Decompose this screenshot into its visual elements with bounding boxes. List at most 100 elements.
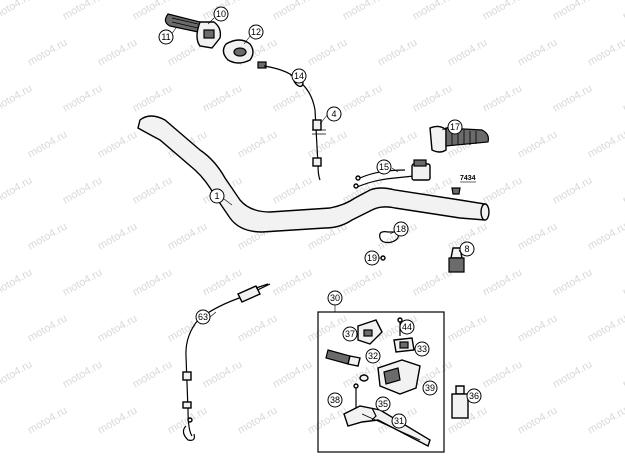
watermark-text: moto4.ru [481,358,525,390]
watermark-text: moto4.ru [481,82,525,114]
callout-10-label: 10 [216,9,226,19]
watermark-text: moto4.ru [61,174,105,206]
watermark-text: moto4.ru [0,266,34,298]
watermark-text: moto4.ru [621,358,625,390]
lever-spring [371,407,377,421]
callout-36-label: 36 [469,391,479,401]
watermark-text: moto4.ru [341,82,385,114]
watermark-text: moto4.ru [0,174,34,206]
callout-1-label: 1 [214,191,219,201]
watermark-text: moto4.ru [551,0,595,23]
watermark-text: moto4.ru [26,36,70,68]
callout-17-label: 17 [450,122,460,132]
watermark-text: moto4.ru [516,404,560,436]
watermark-text: moto4.ru [271,266,315,298]
watermark-text: moto4.ru [586,312,625,344]
callout-33-label: 33 [417,344,427,354]
callout-63-label: 63 [198,312,208,322]
callout-4-label: 4 [331,109,336,119]
callout-14-label: 14 [294,71,304,81]
clutch-cable [182,283,271,441]
watermark-text: moto4.ru [131,174,175,206]
watermark-text: moto4.ru [621,82,625,114]
watermark-text: moto4.ru [481,174,525,206]
watermark-text: moto4.ru [26,404,70,436]
kill-switch [353,159,431,189]
watermark-text: moto4.ru [201,358,245,390]
callout-33: 33 [414,341,430,357]
callout-15-label: 15 [379,162,389,172]
watermark-text: moto4.ru [61,0,105,23]
watermark-text: moto4.ru [551,174,595,206]
watermark-text: moto4.ru [131,358,175,390]
watermark-text: moto4.ru [236,404,280,436]
watermark-text: moto4.ru [481,266,525,298]
callout-30: 30 [327,290,343,306]
callout-11-label: 11 [161,32,170,42]
watermark-text: moto4.ru [586,128,625,160]
adjuster-screw [325,349,361,367]
watermark-text: moto4.ru [411,82,455,114]
callout-10: 10 [213,6,229,22]
grease-bottle [448,247,465,273]
watermark-text: moto4.ru [306,312,350,344]
watermark-text: moto4.ru [586,404,625,436]
callout-35-label: 35 [378,399,388,409]
watermark-text: moto4.ru [236,128,280,160]
clutch-lever [343,405,431,447]
watermark-text: moto4.ru [271,174,315,206]
watermark-text: moto4.ru [376,128,420,160]
lever-clamp [357,319,383,345]
watermark-text: moto4.ru [61,82,105,114]
throttle-housing [196,21,222,49]
callout-38: 38 [327,392,343,408]
callout-39-label: 39 [425,383,435,393]
watermark-text: moto4.ru [0,358,34,390]
watermark-text: moto4.ru [341,266,385,298]
spacer-ring [359,374,369,382]
spec-code-label: 7434 [460,175,476,182]
watermark-text: moto4.ru [376,36,420,68]
callout-44: 44 [399,319,415,335]
small-bolt [380,255,386,261]
watermark-text: moto4.ru [341,0,385,23]
throttle-cable [257,61,322,181]
callout-4: 4 [326,106,342,122]
callout-19: 19 [364,250,380,266]
callout-44-label: 44 [402,322,412,332]
clamp-nut [393,337,415,353]
callout-32: 32 [365,348,381,364]
callout-31: 31 [391,413,407,429]
watermark-text: moto4.ru [481,0,525,23]
watermark-text: moto4.ru [61,358,105,390]
watermark-text: moto4.ru [621,266,625,298]
watermark-text: moto4.ru [551,266,595,298]
callout-19-label: 19 [367,253,377,263]
watermark-text: moto4.ru [0,82,34,114]
watermark-text: moto4.ru [516,36,560,68]
callout-32-label: 32 [368,351,378,361]
watermark-text: moto4.ru [516,220,560,252]
callout-30-label: 30 [330,293,340,303]
bar-end-plug [451,187,461,195]
watermark-text: moto4.ru [586,36,625,68]
callout-37: 37 [342,326,358,342]
watermark-text: moto4.ru [96,404,140,436]
watermark-text: moto4.ru [26,220,70,252]
callout-63: 63 [195,309,211,325]
watermark-text: moto4.ru [26,312,70,344]
watermark-text: moto4.ru [411,266,455,298]
watermark-text: moto4.ru [96,36,140,68]
watermark-text: moto4.ru [271,0,315,23]
watermark-text: moto4.ru [0,0,34,23]
callout-12: 12 [248,24,264,40]
watermark-text: moto4.ru [551,358,595,390]
watermark-text: moto4.ru [621,174,625,206]
watermark-text: moto4.ru [166,220,210,252]
callout-17: 17 [447,119,463,135]
watermark-text: moto4.ru [586,220,625,252]
watermark-text: moto4.ru [26,128,70,160]
callout-layer: 10 11 12 14 4 1 15 17 18 19 8 30 63 37 4… [158,6,482,429]
